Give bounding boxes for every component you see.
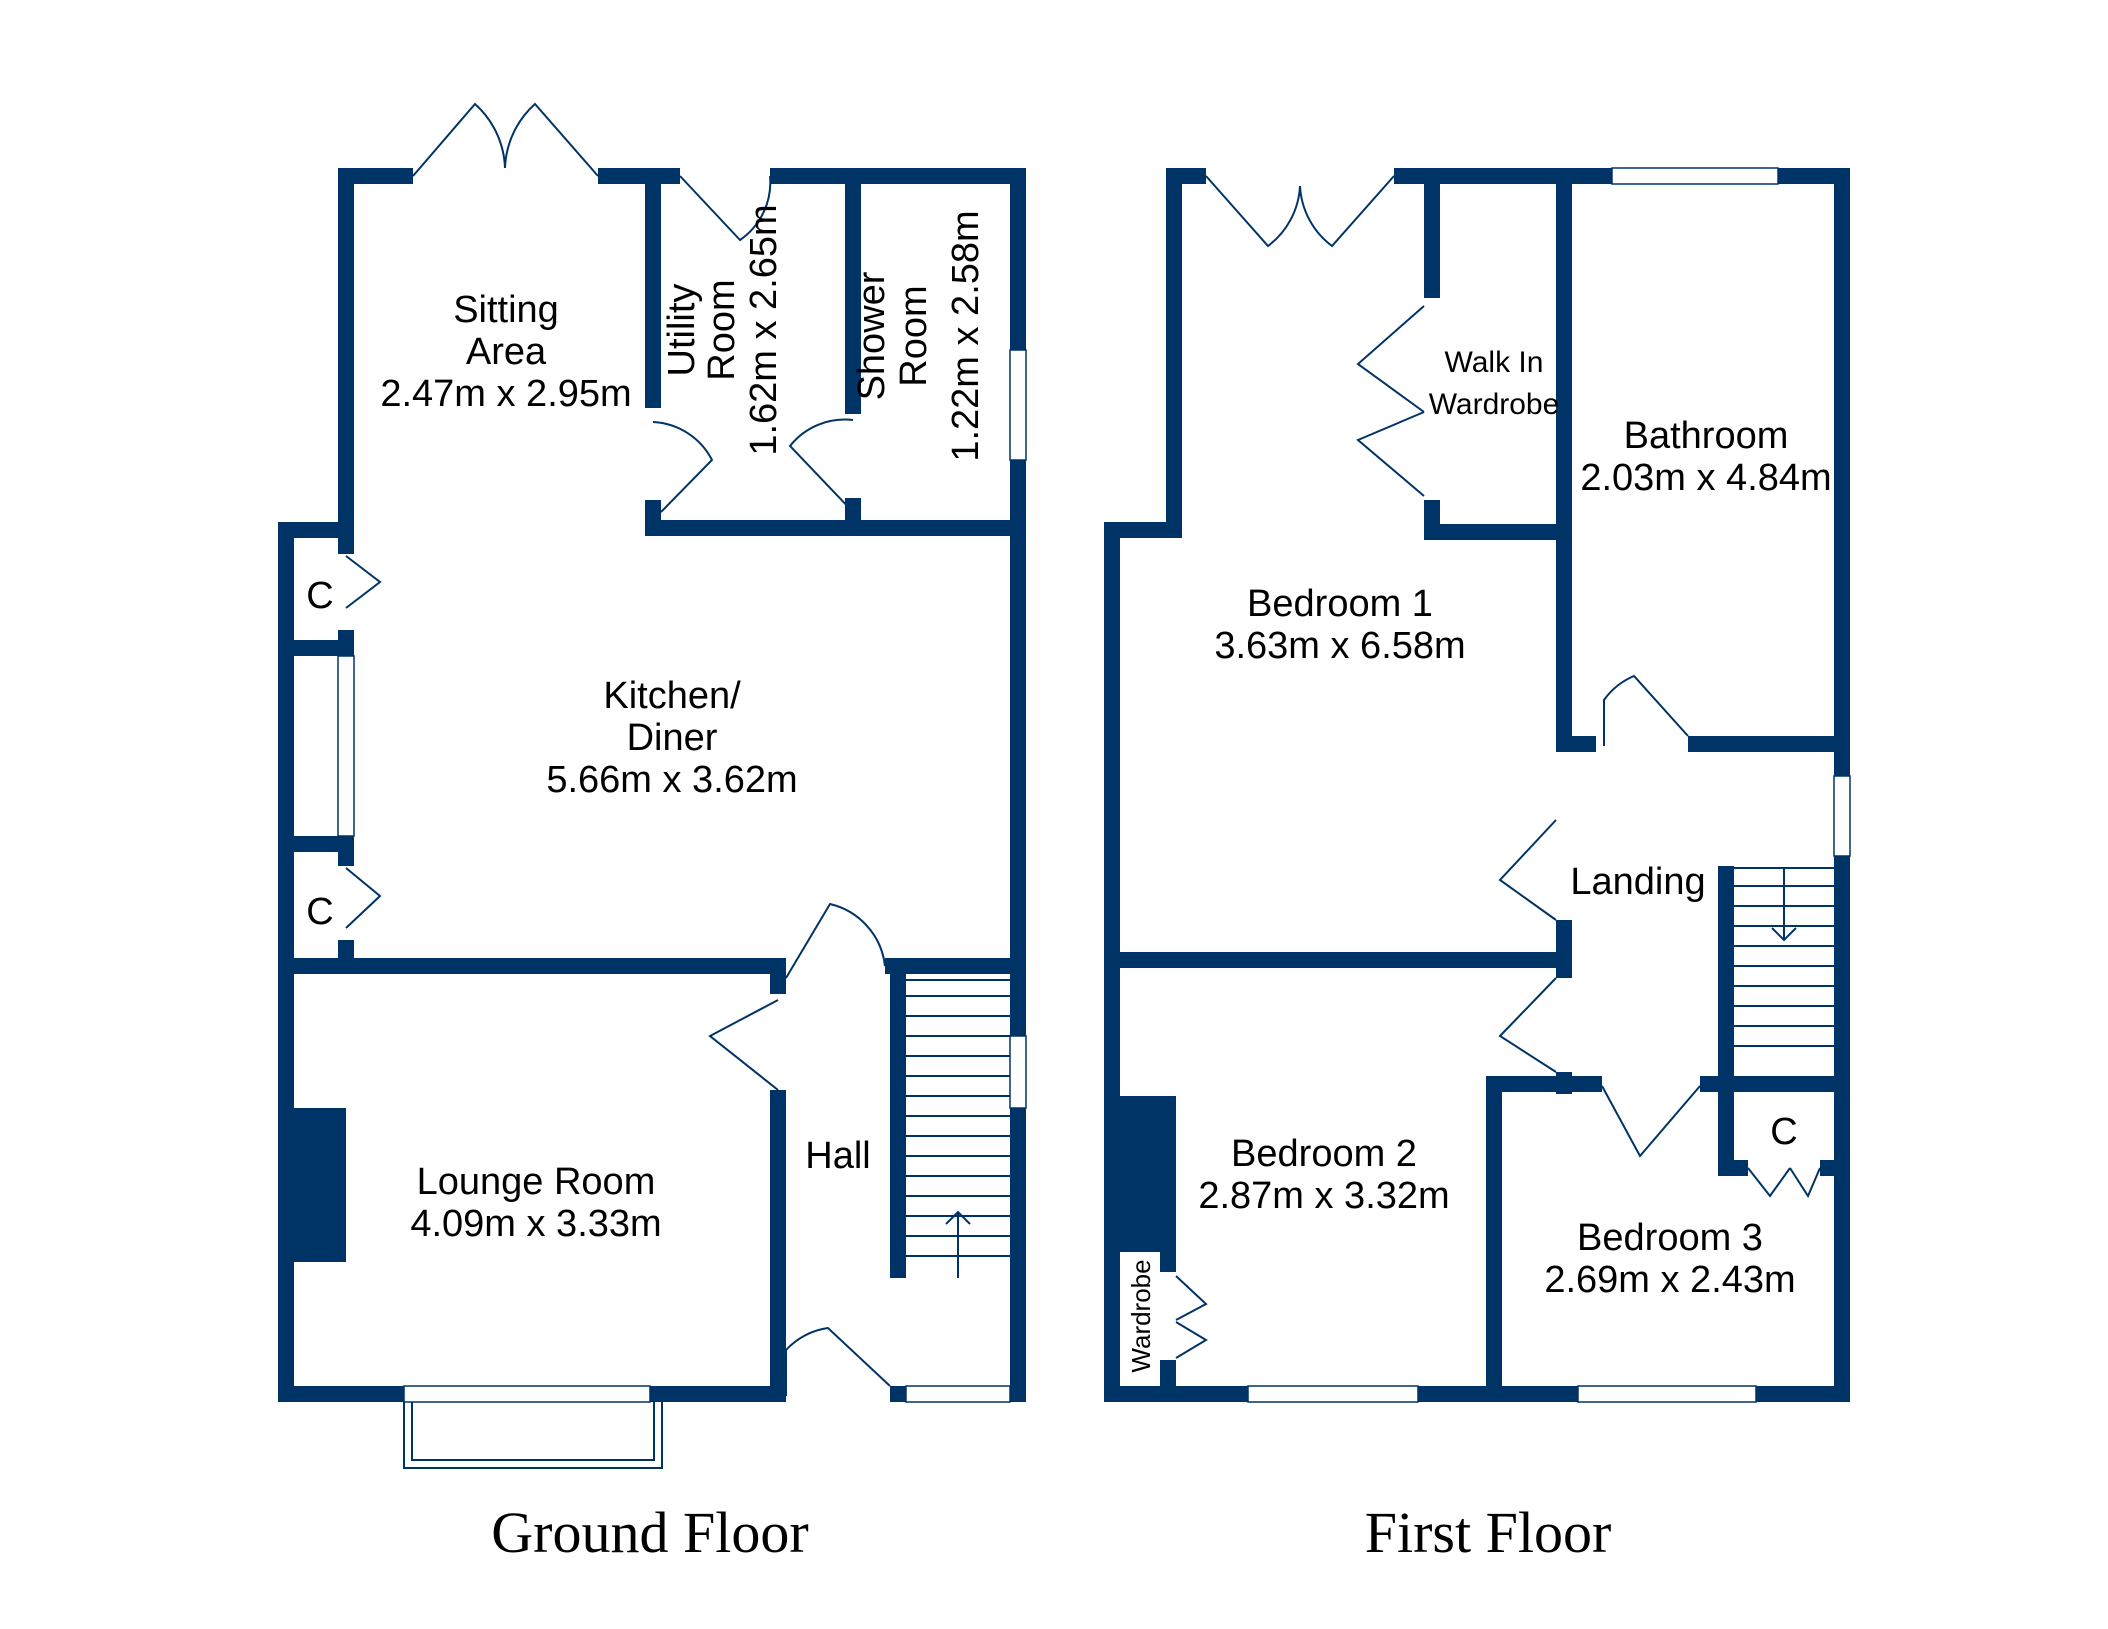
bedroom-3-label: Bedroom 3 bbox=[1577, 1217, 1763, 1259]
bathroom-dimensions: 2.03m x 4.84m bbox=[1580, 457, 1831, 499]
cupboard-label: C bbox=[306, 891, 333, 933]
sitting-area-dimensions: 2.47m x 2.95m bbox=[380, 373, 631, 415]
bathroom-label: Bathroom bbox=[1624, 415, 1789, 457]
hall-label: Hall bbox=[805, 1135, 870, 1177]
lounge-room-dimensions: 4.09m x 3.33m bbox=[410, 1203, 661, 1245]
bedroom-2-label: Bedroom 2 bbox=[1231, 1133, 1417, 1175]
bedroom-1-label: Bedroom 1 bbox=[1247, 583, 1433, 625]
utility-room-label: Utility bbox=[661, 284, 703, 377]
kitchen-diner-label-line2: Diner bbox=[627, 717, 718, 759]
utility-room-dimensions: 1.62m x 2.65m bbox=[743, 204, 785, 455]
first-floor-title: First Floor bbox=[1365, 1500, 1612, 1565]
sitting-area-label: Sitting bbox=[453, 289, 559, 331]
bedroom-3-dimensions: 2.69m x 2.43m bbox=[1544, 1259, 1795, 1301]
cupboard-label: C bbox=[1770, 1111, 1797, 1153]
kitchen-diner-label: Kitchen/ bbox=[603, 675, 741, 717]
bedroom-1-dimensions: 3.63m x 6.58m bbox=[1214, 625, 1465, 667]
shower-room-label-line2: Room bbox=[893, 285, 935, 386]
ground-floor-plan: Sitting Area 2.47m x 2.95m Utility Room … bbox=[278, 102, 1027, 1565]
walk-in-wardrobe-label-line2: Wardrobe bbox=[1429, 388, 1560, 421]
shower-room-dimensions: 1.22m x 2.58m bbox=[945, 210, 987, 461]
ground-floor-title: Ground Floor bbox=[491, 1500, 808, 1565]
wardrobe-label: Wardrobe bbox=[1126, 1259, 1156, 1372]
sitting-area-label-line2: Area bbox=[466, 331, 547, 373]
utility-room-label-line2: Room bbox=[701, 279, 743, 380]
cupboard-label: C bbox=[306, 575, 333, 617]
first-floor-plan: Walk In Wardrobe Bathroom 2.03m x 4.84m … bbox=[1104, 167, 1851, 1565]
shower-room-label: Shower bbox=[851, 271, 893, 400]
landing-label: Landing bbox=[1570, 861, 1705, 903]
bedroom-2-dimensions: 2.87m x 3.32m bbox=[1198, 1175, 1449, 1217]
kitchen-diner-dimensions: 5.66m x 3.62m bbox=[546, 759, 797, 801]
lounge-room-label: Lounge Room bbox=[417, 1161, 656, 1203]
walk-in-wardrobe-label: Walk In bbox=[1445, 346, 1544, 379]
